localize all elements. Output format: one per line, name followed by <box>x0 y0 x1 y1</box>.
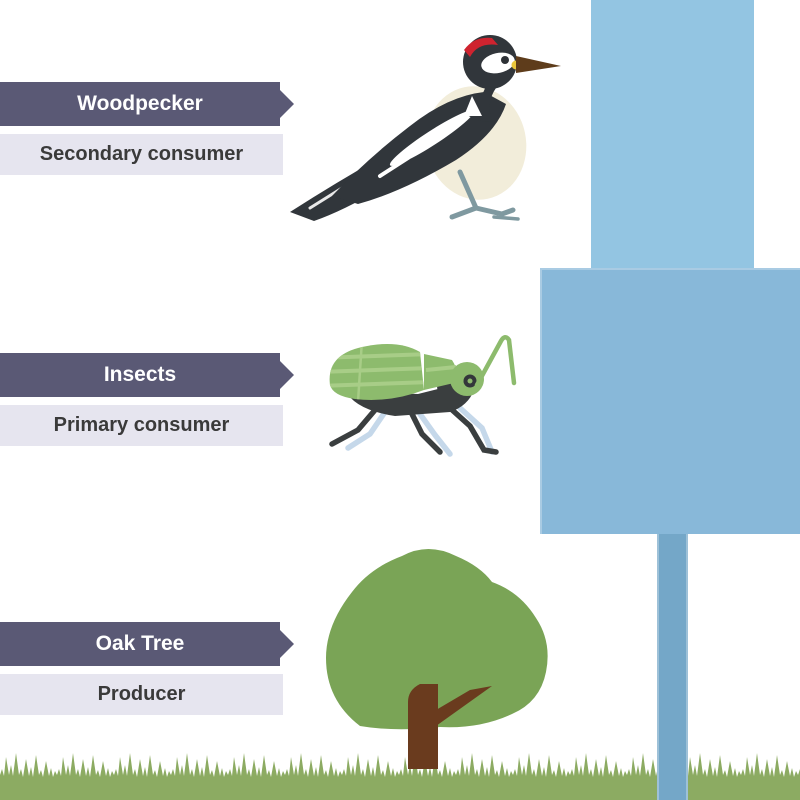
banner-arrow-tip-icon <box>280 90 294 118</box>
role-label-secondary-consumer: Secondary consumer <box>0 134 283 175</box>
organism-name: Woodpecker <box>77 92 203 115</box>
label-banner-oak-tree: Oak Tree <box>0 622 294 666</box>
role-text: Primary consumer <box>53 414 230 436</box>
oak-tree-illustration <box>326 549 548 769</box>
label-banner-insects: Insects <box>0 353 294 397</box>
level-woodpecker: Woodpecker Secondary consumer <box>0 82 294 175</box>
banner-arrow-tip-icon <box>280 361 294 389</box>
organism-name: Insects <box>103 363 177 386</box>
organism-name: Oak Tree <box>95 632 185 655</box>
level-insects: Insects Primary consumer <box>0 353 294 446</box>
role-label-primary-consumer: Primary consumer <box>0 405 283 446</box>
insect-illustration <box>329 335 517 457</box>
role-text: Secondary consumer <box>39 143 244 165</box>
label-banner-woodpecker: Woodpecker <box>0 82 294 126</box>
flow-arrow-block <box>540 268 800 534</box>
flow-arrow-shaft-bottom <box>657 534 688 800</box>
role-text: Producer <box>97 683 186 705</box>
flow-arrow-shaft-top <box>591 0 754 269</box>
role-label-producer: Producer <box>0 674 283 715</box>
banner-arrow-tip-icon <box>280 630 294 658</box>
woodpecker-illustration <box>290 35 561 221</box>
level-oak-tree: Oak Tree Producer <box>0 622 294 715</box>
